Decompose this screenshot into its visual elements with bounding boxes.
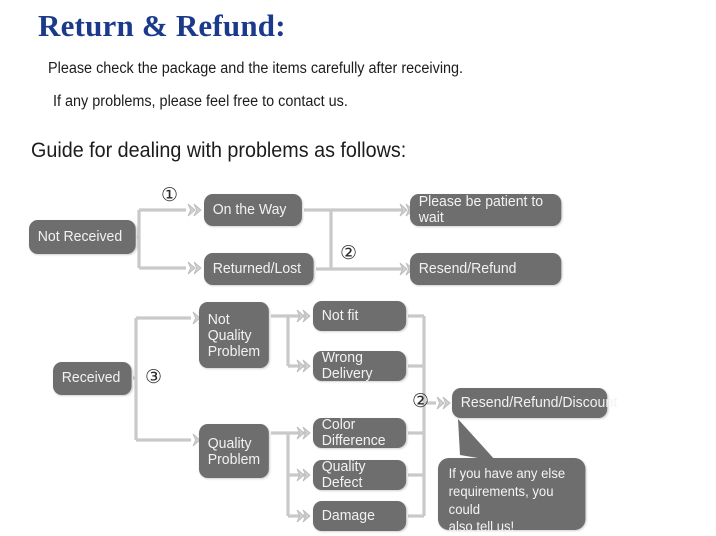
node-resend-refund-discount[interactable]: Resend/Refund/Discount [452,388,617,418]
node-quality-defect[interactable]: Quality Defect [313,459,407,491]
step-marker-3: ③ [145,367,163,388]
node-please-be-patient-to-wait[interactable]: Please be patient to wait [410,194,562,226]
arrowhead-to-quality-defect [296,468,311,482]
step-marker-2-bottom: ② [412,391,430,412]
arrowhead-to-wrong-delivery [296,359,311,373]
node-returned-lost[interactable]: Returned/Lost [204,253,314,285]
node-color-difference[interactable]: Color Difference [313,417,407,449]
node-resend-refund[interactable]: Resend/Refund [410,253,562,285]
node-damage[interactable]: Damage [313,501,407,531]
callout-bubble: If you have any else requirements, you c… [438,458,586,534]
arrowhead-to-resend-refund-discount [436,396,451,410]
arrowhead-to-not-fit [296,309,311,323]
intro-line-2: If any problems, please feel free to con… [53,93,348,110]
arrowhead-to-on-the-way [187,203,202,217]
node-not-received[interactable]: Not Received [29,220,136,254]
node-wrong-delivery[interactable]: Wrong Delivery [313,350,407,382]
node-not-fit[interactable]: Not fit [313,301,407,331]
arrowhead-to-returned-lost [187,261,202,275]
step-marker-1: ① [161,185,179,206]
node-not-quality-problem[interactable]: Not Quality Problem [199,302,269,368]
arrowhead-to-damage [296,509,311,523]
arrowhead-to-color-difference [296,426,311,440]
guide-subtitle: Guide for dealing with problems as follo… [31,139,407,162]
intro-line-1: Please check the package and the items c… [48,60,464,77]
node-quality-problem[interactable]: Quality Problem [199,424,269,478]
node-received[interactable]: Received [53,362,132,395]
step-marker-2-top: ② [340,243,358,264]
callout-tail [458,419,496,461]
page-title: Return & Refund: [38,8,286,43]
node-on-the-way[interactable]: On the Way [204,194,302,226]
